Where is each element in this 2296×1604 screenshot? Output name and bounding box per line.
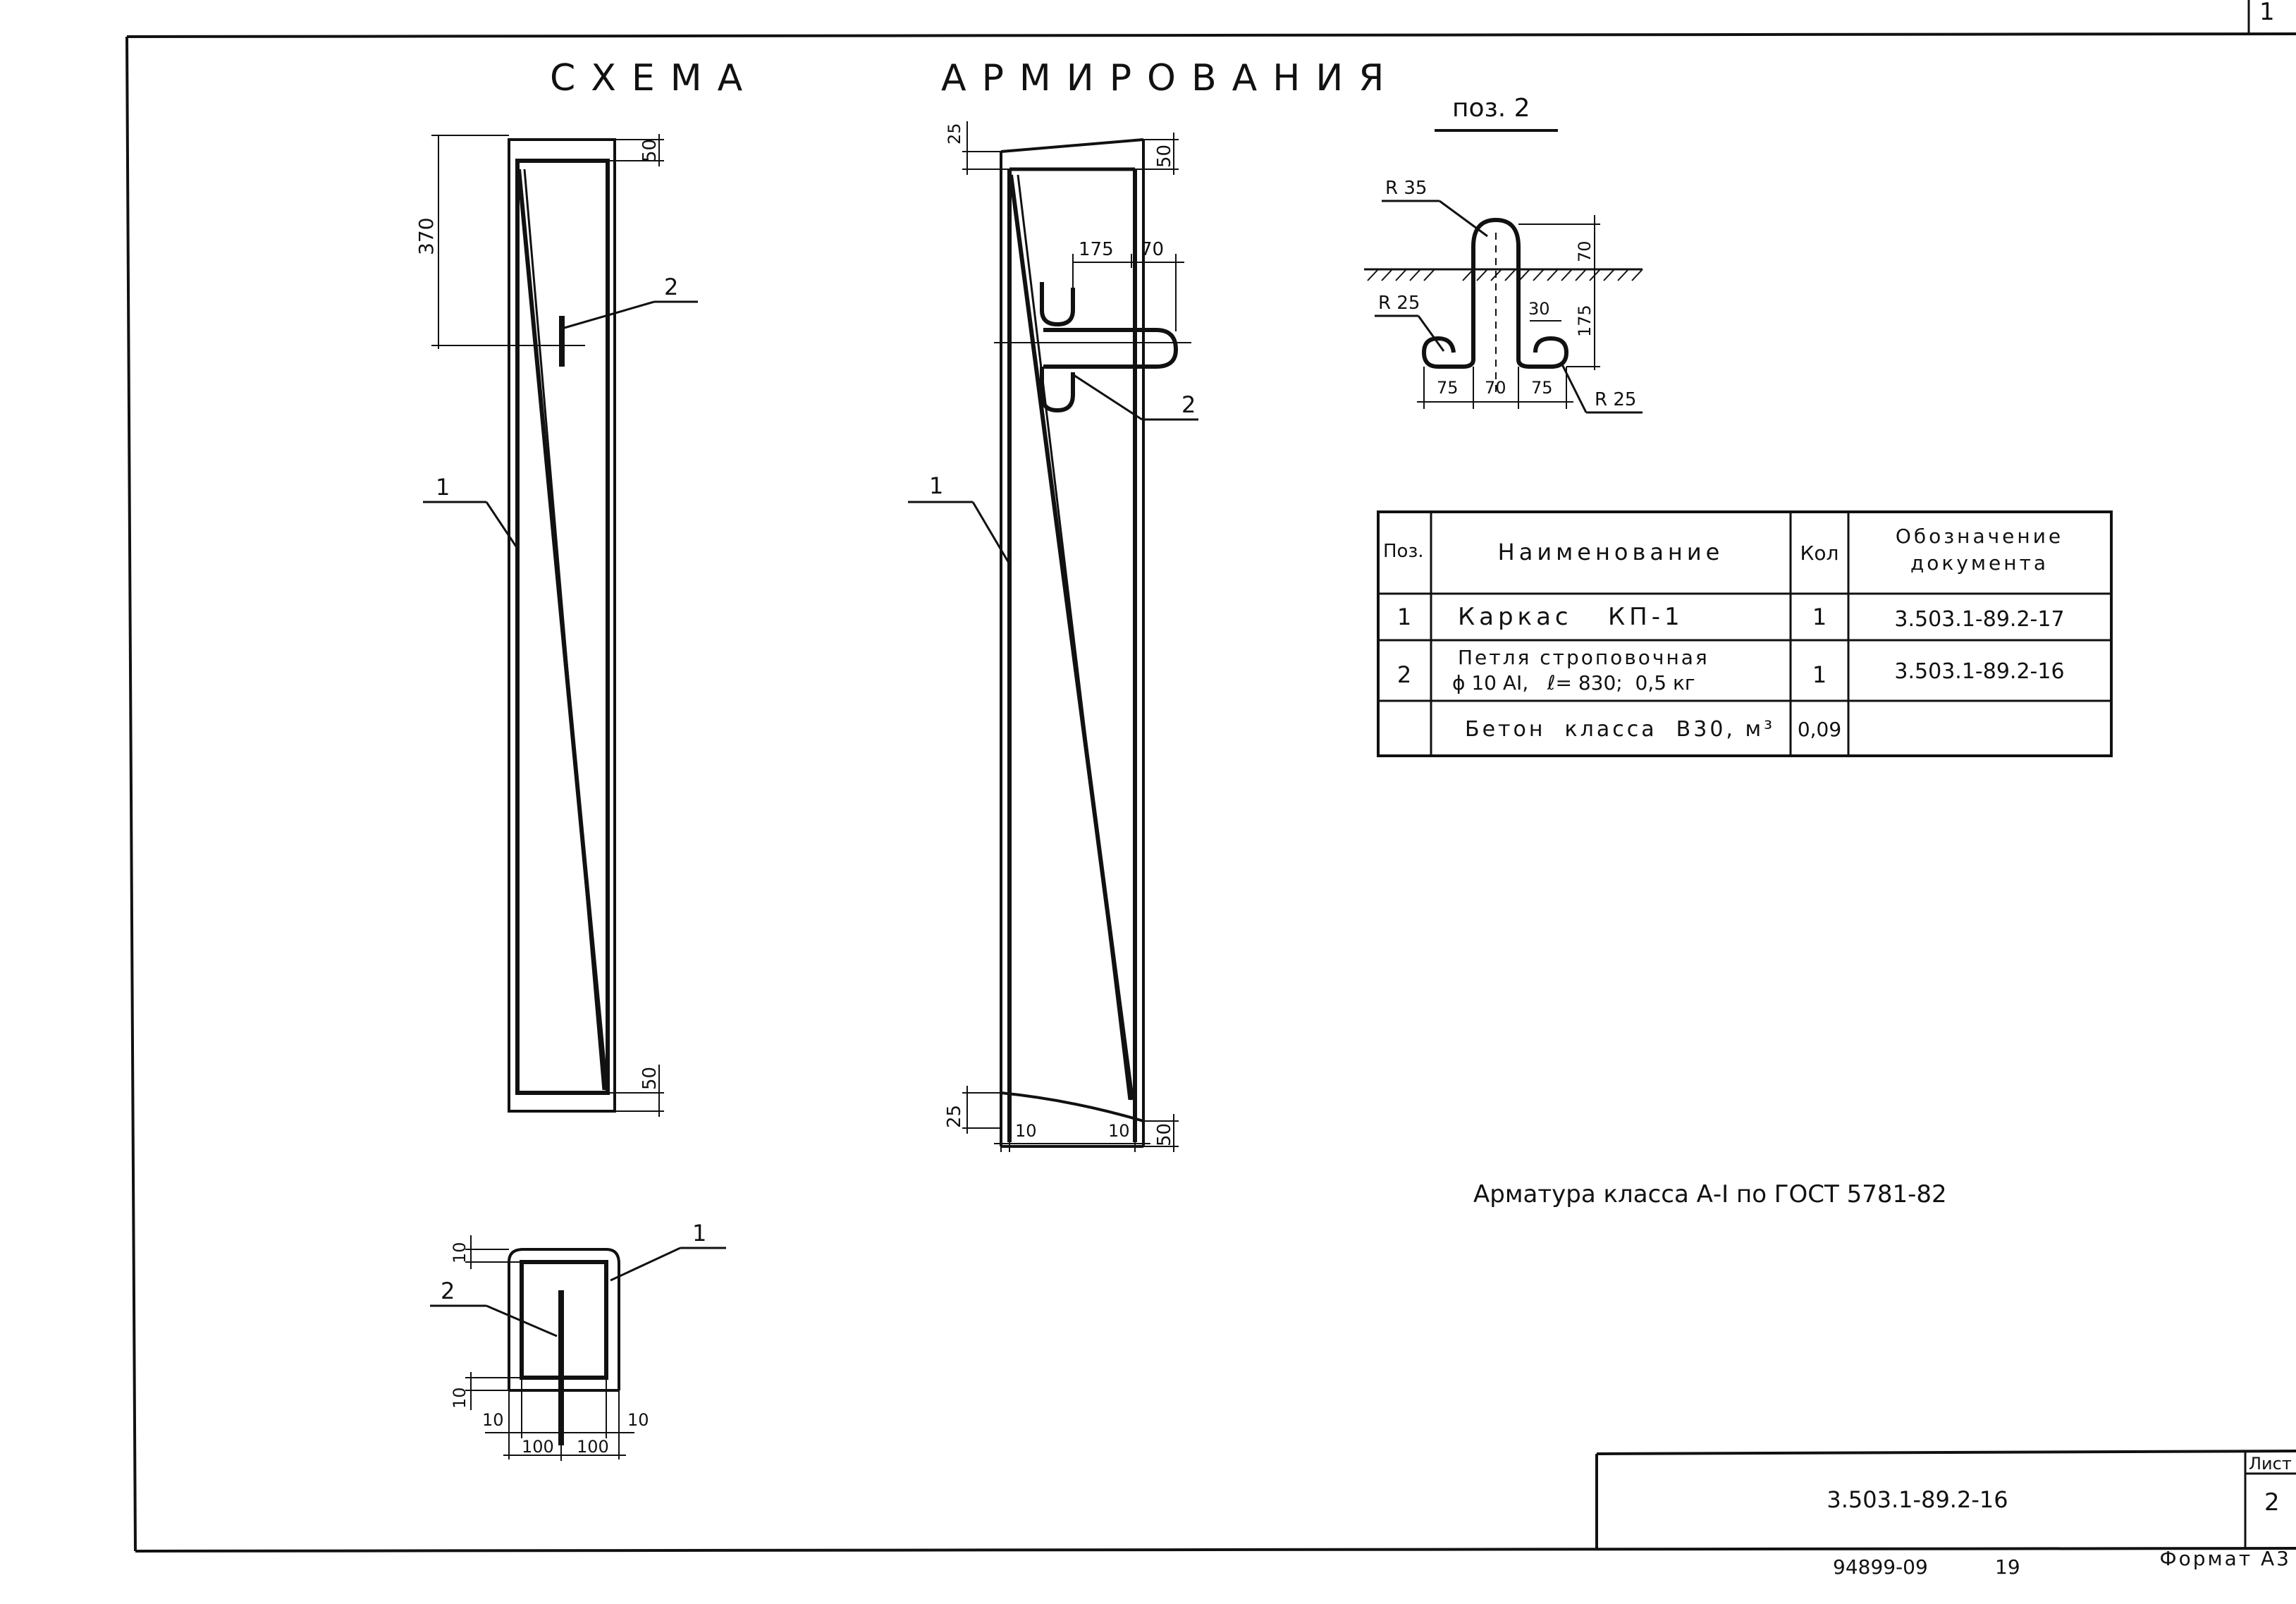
section-dim-cover-right: 10 (627, 1410, 649, 1430)
detail-dim-75-left: 75 (1437, 378, 1459, 398)
spec-header-doc-1: Обозначение (1896, 525, 2063, 548)
spec-header-qty: Кол (1800, 541, 1839, 565)
spec-table-grid (1377, 510, 2113, 757)
left-elevation-view (423, 134, 698, 1117)
right-callout-2: 2 (1181, 391, 1196, 418)
section-dim-cover-left: 10 (482, 1410, 504, 1430)
stamp-sheet-number: 2 (2264, 1488, 2280, 1517)
right-elevation-view (908, 121, 1198, 1152)
spec-header-doc-2: документа (1910, 551, 2049, 575)
spec-row1-doc: 3.503.1-89.2-17 (1894, 607, 2064, 632)
left-dim-bottom-50: 50 (639, 1067, 661, 1090)
spec-row1-pos: 1 (1397, 604, 1411, 630)
right-callout-1: 1 (929, 472, 943, 499)
spec-row2-doc: 3.503.1-89.2-16 (1894, 659, 2064, 684)
left-callout-1: 1 (436, 474, 450, 501)
corner-sheet-number: 1 (2259, 0, 2275, 26)
bottom-number: 19 (1995, 1555, 2020, 1579)
right-dim-bottom-50: 50 (1154, 1123, 1175, 1146)
detail-dim-175: 175 (1575, 305, 1595, 337)
detail-r35: R 35 (1385, 178, 1427, 199)
spec-row1-name: Каркас КП-1 (1458, 603, 1684, 631)
spec-row3-qty: 0,09 (1798, 718, 1841, 741)
right-dim-cover-right-10: 10 (1108, 1121, 1130, 1141)
sheet-frame (125, 0, 2296, 1553)
title-word-1: СХЕМА (550, 57, 758, 99)
bottom-code: 94899-09 (1833, 1555, 1928, 1579)
spec-row3-name: Бетон класса В30, м³ (1465, 717, 1775, 742)
detail-dim-30: 30 (1528, 299, 1550, 319)
detail-loop-drawing (1364, 200, 1643, 414)
detail-dim-70-mid: 70 (1485, 378, 1506, 398)
cross-section-view (430, 1235, 726, 1461)
right-dim-175: 175 (1079, 239, 1114, 260)
detail-title: поз. 2 (1452, 94, 1530, 123)
left-callout-2: 2 (664, 274, 678, 300)
right-dim-cover-left-10: 10 (1015, 1121, 1037, 1141)
section-dim-bottom-10: 10 (450, 1387, 469, 1409)
spec-row2-pos: 2 (1397, 661, 1411, 688)
stamp-sheet-label: Лист (2249, 1454, 2292, 1474)
detail-dim-70-top: 70 (1575, 240, 1595, 262)
format-label: Формат А3 (2160, 1547, 2291, 1570)
stamp-code: 3.503.1-89.2-16 (1827, 1486, 2008, 1513)
section-dim-100-right: 100 (577, 1437, 609, 1457)
section-dim-100-left: 100 (522, 1437, 554, 1457)
spec-row1-qty: 1 (1812, 604, 1827, 630)
right-dim-70: 70 (1141, 239, 1164, 260)
title-block (1595, 1450, 2296, 1550)
section-dim-top-10: 10 (450, 1242, 469, 1263)
left-dim-top-50: 50 (639, 139, 661, 162)
spec-row2-name-2: ϕ 10 АI, ℓ= 830; 0,5 кг (1452, 671, 1695, 694)
detail-dim-75-right: 75 (1531, 378, 1553, 398)
section-callout-2: 2 (441, 1278, 455, 1304)
right-dim-bottom-25: 25 (944, 1105, 965, 1128)
right-dim-top-25: 25 (945, 123, 964, 145)
title-word-2: АРМИРОВАНИЯ (941, 57, 1399, 99)
spec-header-pos: Поз. (1383, 541, 1424, 562)
spec-row2-name-1: Петля строповочная (1458, 646, 1709, 669)
spec-row2-qty: 1 (1812, 661, 1827, 688)
right-dim-top-50: 50 (1154, 145, 1175, 168)
detail-r25-right: R 25 (1595, 389, 1636, 410)
left-dim-370: 370 (415, 218, 438, 255)
section-callout-1: 1 (692, 1220, 706, 1247)
spec-header-name: Наименование (1498, 539, 1724, 565)
reinforcement-note: Арматура класса А-I по ГОСТ 5781-82 (1473, 1180, 1947, 1208)
detail-r25-left: R 25 (1378, 293, 1420, 314)
